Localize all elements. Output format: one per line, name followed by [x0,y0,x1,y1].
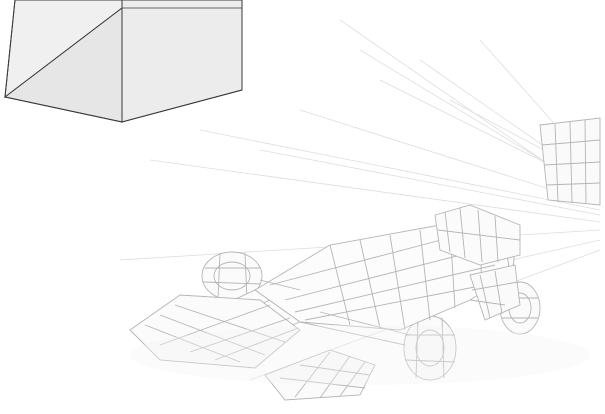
box-icon [3,0,243,123]
floor-shadow [130,325,590,385]
race-car-icon [129,117,601,401]
